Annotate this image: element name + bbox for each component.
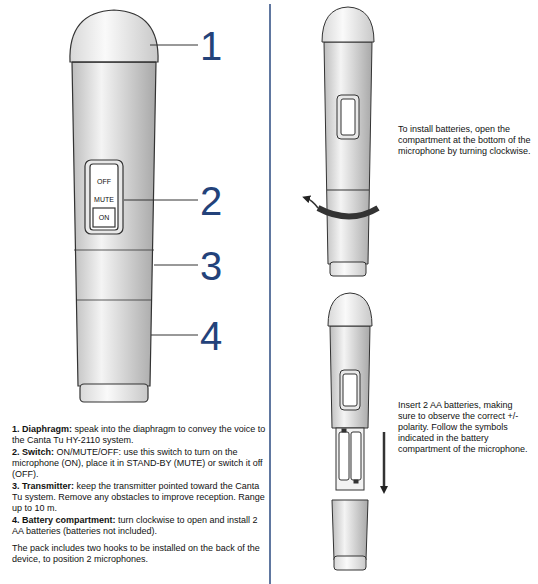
microphone-batteries <box>328 293 384 570</box>
instruction-text: To install batteries, open the compartme… <box>398 124 532 157</box>
description: The pack includes two hooks to be instal… <box>12 543 266 565</box>
description: 3. Transmitter: keep the transmitter poi… <box>12 481 266 514</box>
callout-number: 1 <box>200 26 222 66</box>
description: 4. Battery compartment: turn clockwise t… <box>12 515 266 537</box>
leader-lines <box>124 45 198 335</box>
description: 1. Diaphragm: speak into the diaphragm t… <box>12 424 266 446</box>
instruction-text: Insert 2 AA batteries, making sure to ob… <box>398 400 532 455</box>
switch-label: MUTE <box>90 196 118 203</box>
switch-label: OFF <box>90 178 118 185</box>
item-heading: 3. Transmitter: <box>12 481 74 491</box>
item-heading: 2. Switch: <box>12 447 54 457</box>
callout-number: 2 <box>200 181 222 221</box>
note-text: The pack includes two hooks to be instal… <box>12 543 260 564</box>
item-heading: 4. Battery compartment: <box>12 515 116 525</box>
divider <box>269 4 271 584</box>
switch-label: ON <box>93 214 115 221</box>
callout-number: 4 <box>200 316 222 356</box>
microphone <box>70 10 158 402</box>
item-heading: 1. Diaphragm: <box>12 424 72 434</box>
description: 2. Switch: ON/MUTE/OFF: use this switch … <box>12 447 266 480</box>
microphone-turn <box>306 7 378 276</box>
callout-number: 3 <box>200 246 222 286</box>
